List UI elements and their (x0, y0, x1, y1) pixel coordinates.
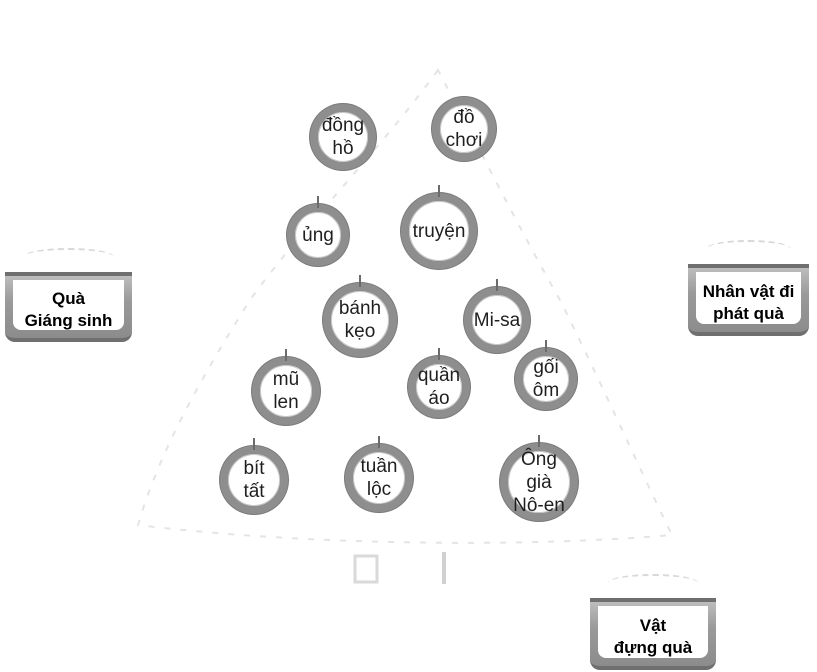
ornament-label: gối ôm (532, 357, 560, 401)
basket-rim (706, 240, 791, 258)
ornament-label: bít tất (243, 458, 265, 502)
ornament-label: truyện (412, 220, 466, 242)
basket-qua-giang-sinh[interactable]: Quà Giáng sinh (5, 248, 132, 342)
ornament-goi-om[interactable]: gối ôm (515, 340, 577, 410)
basket-rim (23, 248, 114, 266)
basket-body (5, 272, 132, 342)
ornament-hook (545, 340, 547, 352)
ornament-label: ủng (302, 224, 334, 246)
ornament-mu-len[interactable]: mũ len (252, 349, 320, 425)
ornament-label: đồng hồ (321, 115, 365, 159)
ornament-label: Mi-sa (473, 309, 521, 331)
ornament-label: bánh kẹo (338, 298, 382, 342)
ornament-quan-ao[interactable]: quần áo (408, 348, 470, 418)
ornament-hook (378, 436, 380, 448)
ornament-label: mũ len (272, 369, 300, 413)
ornament-tuan-loc[interactable]: tuần lộc (345, 436, 413, 512)
ornament-banh-keo[interactable]: bánh kẹo (323, 275, 397, 357)
basket-label: Nhân vật đi phát quà (702, 282, 795, 323)
ornament-hook (253, 438, 255, 450)
ornament-hook (285, 349, 287, 361)
ornament-hook (438, 185, 440, 197)
ornament-hook (359, 275, 361, 287)
basket-body (688, 264, 809, 336)
ornament-ung[interactable]: ủng (287, 196, 349, 266)
ornament-hook (496, 279, 498, 291)
basket-nhan-vat-di-phat-qua[interactable]: Nhân vật đi phát quà (688, 240, 809, 336)
basket-rim (608, 574, 698, 592)
ornament-ong-gia-no-en[interactable]: Ông già Nô-en (500, 435, 578, 521)
ornament-hook (317, 196, 319, 208)
ornament-label: quần áo (417, 365, 461, 409)
ornament-hook (438, 348, 440, 360)
tree-trunk-right (442, 552, 446, 584)
basket-label: Quà Giáng sinh (24, 289, 113, 330)
ornament-label: đồ chơi (445, 107, 483, 151)
ornament-label: Ông già Nô-en (513, 448, 565, 516)
tree-trunk-left (353, 554, 379, 584)
ornament-do-choi[interactable]: đồ chơi (432, 97, 496, 161)
ornament-label: tuần lộc (360, 456, 398, 500)
basket-vat-dung-qua[interactable]: Vật đựng quà (590, 574, 716, 670)
basket-label: Vật đựng quà (613, 616, 693, 657)
basket-body (590, 598, 716, 670)
ornament-dong-ho[interactable]: đồng hồ (310, 104, 376, 170)
ornament-bit-tat[interactable]: bít tất (220, 438, 288, 514)
ornament-mi-sa[interactable]: Mi-sa (464, 279, 530, 353)
ornament-hook (538, 435, 540, 447)
ornament-truyen[interactable]: truyện (401, 185, 477, 269)
